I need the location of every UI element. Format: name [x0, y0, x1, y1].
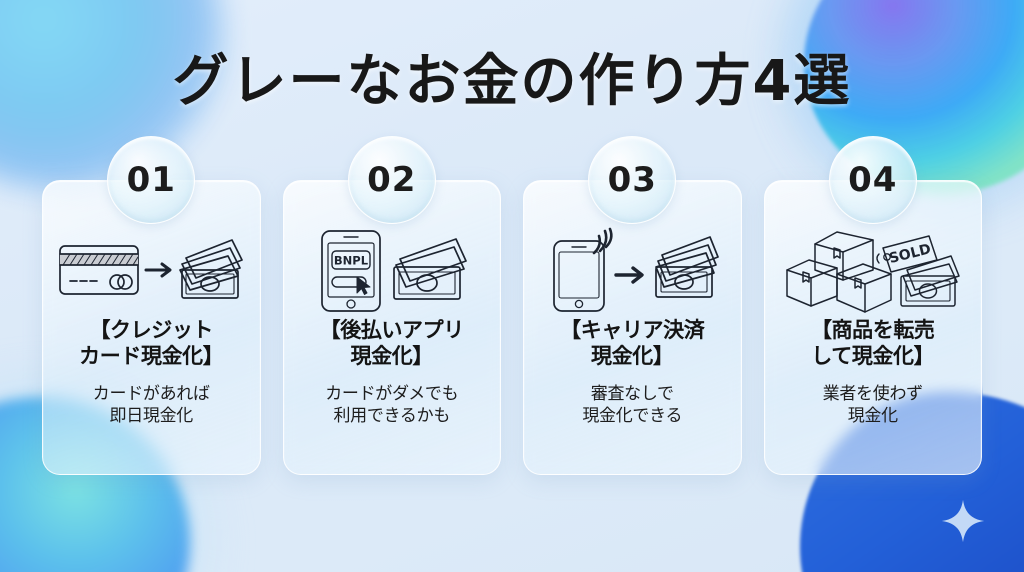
card-item[interactable]: 03: [523, 136, 742, 475]
card-row: 01: [42, 136, 982, 475]
card-number-badge: 03: [588, 136, 677, 224]
page-title: グレーなお金の作り方4選: [172, 49, 852, 114]
credit-card-to-cash-icon: [43, 227, 260, 313]
card-item[interactable]: 01: [42, 136, 261, 475]
card-item[interactable]: 02 BNPL: [282, 136, 501, 475]
carrier-billing-phone-to-cash-icon: [524, 227, 741, 313]
card-title: 【商品を転売 して現金化】: [810, 318, 935, 369]
card-number-badge: 02: [347, 136, 436, 224]
boxes-sold-to-cash-icon: SOLD: [765, 227, 982, 313]
card-number-badge: 04: [828, 136, 917, 224]
bnpl-phone-to-cash-icon: BNPL: [284, 227, 501, 313]
card-number-badge: 01: [107, 136, 196, 224]
card-subtitle: カードがあれば 即日現金化: [92, 383, 210, 427]
card-title: 【キャリア決済 現金化】: [560, 318, 705, 369]
sparkle-icon: [940, 498, 986, 544]
card-title: 【後払いアプリ 現金化】: [319, 318, 465, 369]
bnpl-label: BNPL: [334, 254, 369, 268]
card-item[interactable]: 04: [763, 136, 982, 475]
card-subtitle: 業者を使わず 現金化: [822, 383, 924, 427]
card-subtitle: 審査なしで 現金化できる: [582, 383, 683, 427]
card-subtitle: カードがダメでも 利用できるかも: [325, 383, 459, 427]
card-title: 【クレジット カード現金化】: [79, 318, 224, 369]
